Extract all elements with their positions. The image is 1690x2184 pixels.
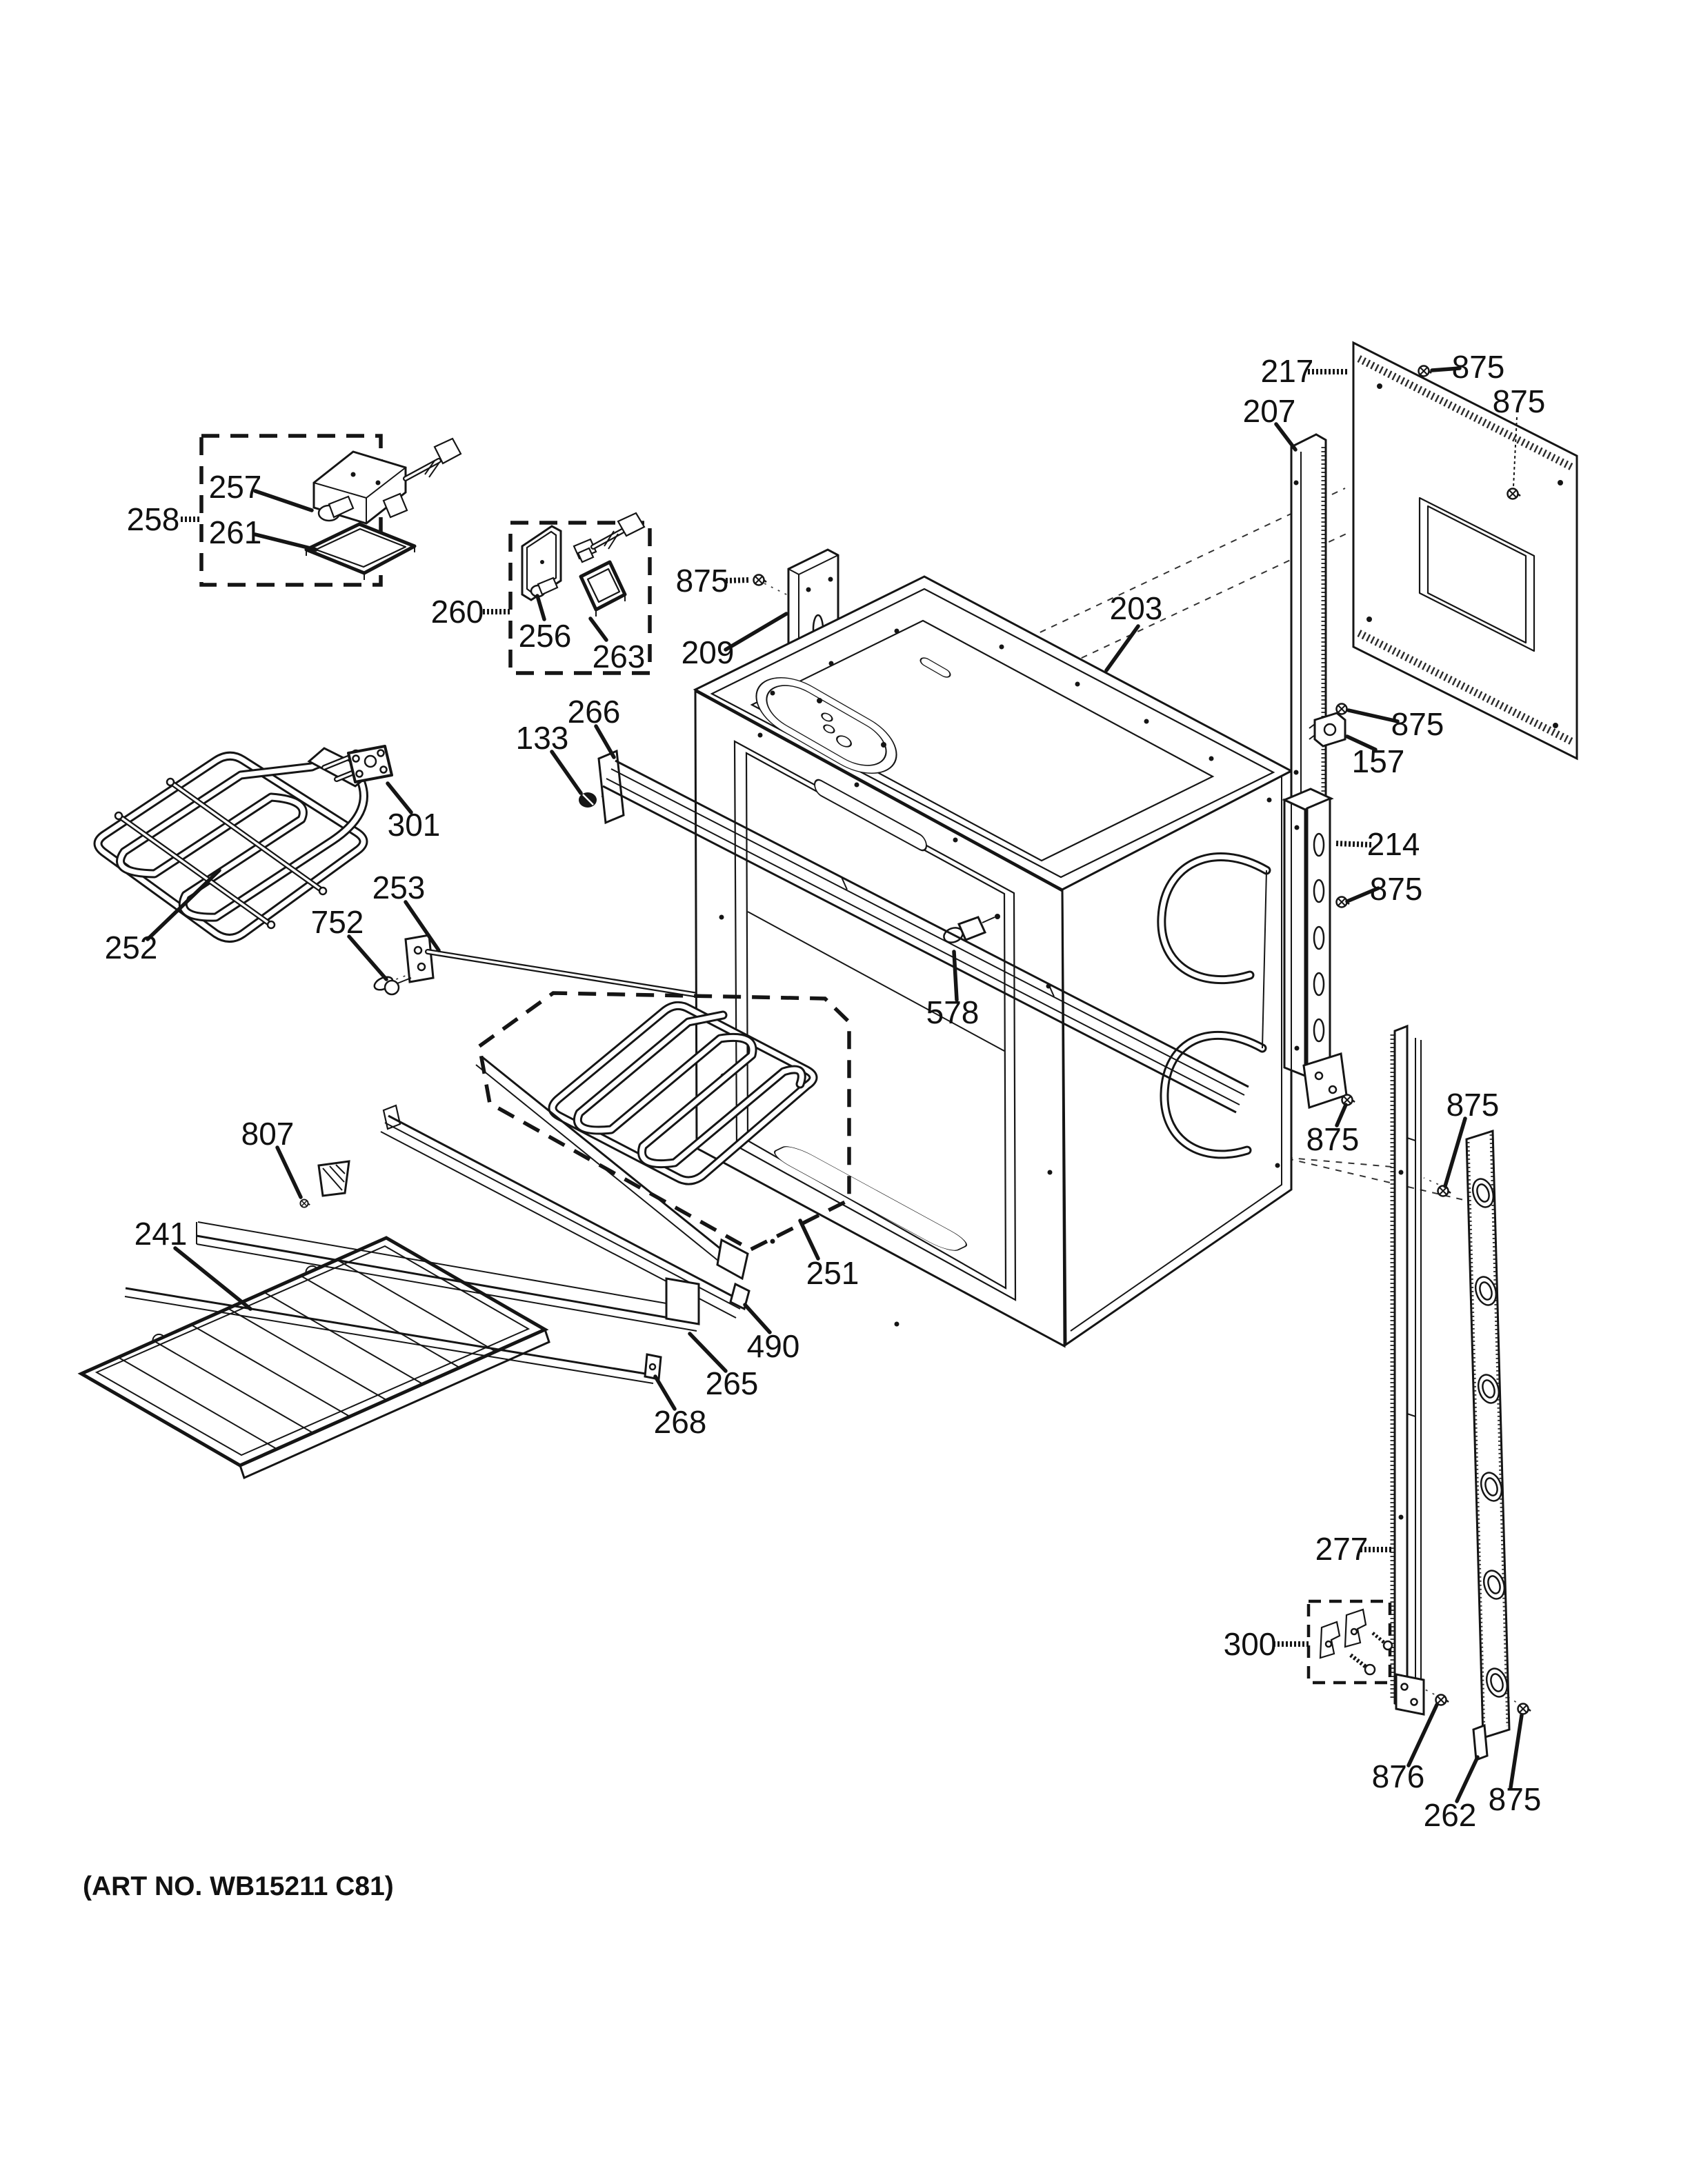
part-thermostat-157: [1309, 712, 1346, 748]
callout-266: 266: [568, 694, 621, 730]
top-emboss: [755, 677, 897, 774]
part-side-trim-262: [1465, 1129, 1511, 1762]
callout-578: 578: [926, 994, 980, 1030]
callout-265: 265: [706, 1365, 759, 1401]
part-front-trim-266: [597, 749, 1249, 1114]
part-ignitor-module-257: [312, 437, 462, 525]
part-module-256: [521, 525, 562, 601]
callout-214: 214: [1367, 826, 1420, 862]
part-channel-265: [196, 1221, 700, 1332]
side-emboss: [1157, 852, 1271, 1159]
callout-301: 301: [388, 807, 441, 843]
part-oven-rack-241: [77, 1236, 550, 1480]
callout-875-2: 875: [1452, 349, 1505, 385]
callout-876: 876: [1372, 1759, 1425, 1794]
callout-277: 277: [1315, 1531, 1369, 1567]
screw-875-f: [1341, 1094, 1355, 1106]
callout-268: 268: [654, 1404, 707, 1440]
callout-257: 257: [209, 469, 262, 505]
part-harness-connector: [573, 512, 646, 563]
callout-875-5: 875: [1370, 871, 1423, 907]
screw-807: [299, 1199, 310, 1208]
kit-box-251: [475, 991, 851, 1281]
callout-251: 251: [806, 1255, 859, 1291]
art-number: (ART NO. WB15211 C81): [83, 1872, 394, 1901]
callout-875-8: 875: [1489, 1781, 1542, 1817]
callout-258: 258: [127, 501, 180, 537]
callout-leaders: [146, 366, 1524, 1803]
part-bake-element-251: [475, 1001, 818, 1281]
screw-875-b: [1418, 365, 1432, 377]
part-plug-133: [579, 792, 597, 808]
part-side-trim-207: [1290, 433, 1327, 819]
callout-217: 217: [1261, 353, 1314, 389]
part-oven-body-203: [693, 575, 1294, 1348]
kit-box-258: [199, 434, 462, 587]
part-strip-268: [124, 1287, 662, 1384]
part-cover-261: [304, 522, 417, 580]
part-thumbscrew-752: [373, 976, 412, 996]
part-bracket-263: [579, 560, 627, 617]
callout-260: 260: [431, 594, 484, 630]
callout-875-7: 875: [1447, 1087, 1500, 1123]
callout-256: 256: [519, 618, 572, 654]
callout-157: 157: [1352, 743, 1405, 779]
callout-133: 133: [516, 720, 569, 756]
part-side-channel-214: [1282, 788, 1348, 1109]
part-terminal-plate-301: [347, 745, 393, 783]
callout-262: 262: [1424, 1797, 1477, 1833]
kit-box-300: [1306, 1599, 1393, 1685]
callout-253: 253: [372, 870, 426, 905]
callout-807: 807: [241, 1116, 295, 1152]
callout-203: 203: [1110, 590, 1163, 626]
part-rear-panel-217: [1352, 341, 1578, 761]
callout-300: 300: [1224, 1626, 1277, 1662]
screw-875-h: [1517, 1703, 1531, 1715]
callout-261: 261: [209, 514, 262, 550]
part-side-trim-277: [1390, 1024, 1425, 1716]
callout-752: 752: [311, 904, 364, 940]
callout-490: 490: [747, 1328, 800, 1364]
trim-262-holes: [1471, 1178, 1509, 1698]
callout-labels: 258 257 261 260 256 263 266 133 301 252 …: [105, 349, 1546, 1833]
callout-875-3: 875: [1493, 383, 1546, 419]
callout-241: 241: [135, 1216, 188, 1252]
part-bracket-807: [317, 1160, 350, 1197]
callout-263: 263: [593, 639, 646, 674]
callout-875-6: 875: [1306, 1121, 1360, 1157]
callout-209: 209: [682, 634, 735, 670]
kit-box-260: [508, 512, 652, 675]
callout-875-4: 875: [1391, 706, 1444, 742]
callout-252: 252: [105, 930, 158, 965]
callout-207: 207: [1243, 393, 1296, 429]
callout-875-1: 875: [676, 563, 729, 599]
